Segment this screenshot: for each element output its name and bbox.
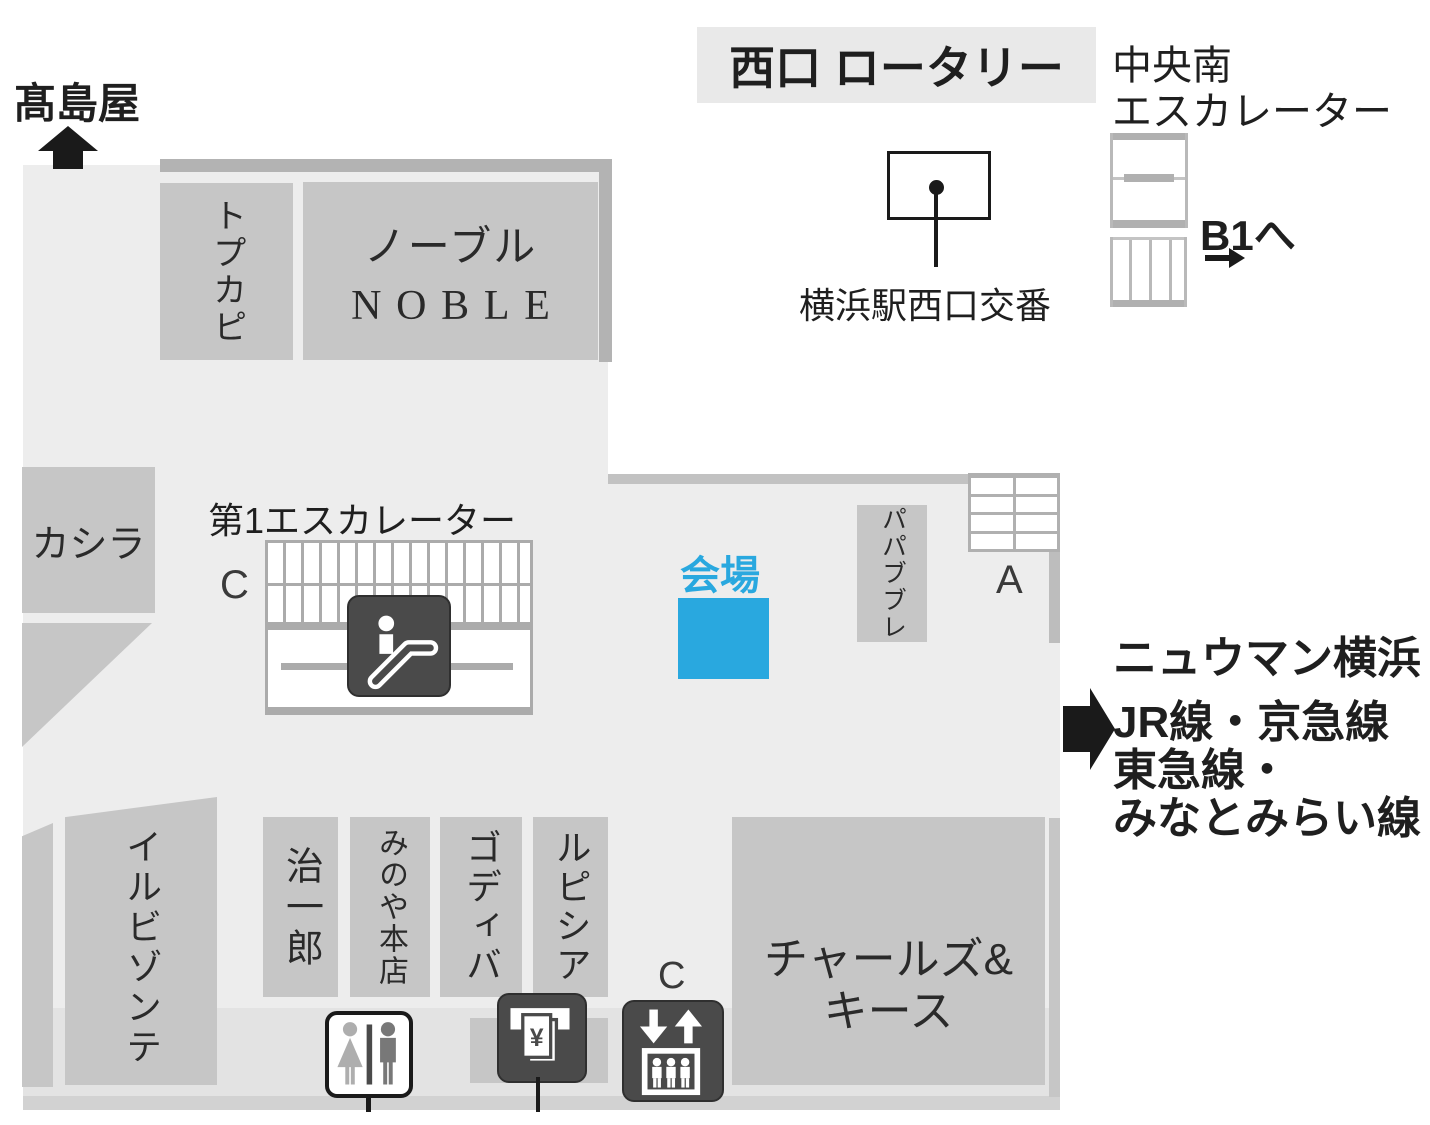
police-box-label: 横浜駅西口交番 xyxy=(798,285,1051,326)
wall-right-upper xyxy=(599,159,612,362)
shop-noble-en-label: NOBLE xyxy=(351,282,565,329)
rail-lines-label-1: JR線・京急線 xyxy=(1113,698,1390,747)
elevator-icon xyxy=(622,1000,724,1102)
shop-charles-keith-label-1: チャールズ& xyxy=(764,935,1013,984)
takashimaya-label: 髙島屋 xyxy=(14,80,141,127)
atm-pointer xyxy=(536,1077,540,1112)
shop-kashira: カシラ xyxy=(22,467,155,613)
rail-lines-label-3: みなとみらい線 xyxy=(1113,794,1421,843)
floor-bottom-wall xyxy=(23,1096,1060,1110)
exit-a-label: A xyxy=(996,558,1023,602)
shop-jiichiro-label: 治一郎 xyxy=(279,845,322,969)
shop-il-bisonte: イルビゾンテ xyxy=(65,797,217,1085)
shop-minoya-label: みのや本店 xyxy=(374,827,407,987)
west-exit-rotary-label: 西口 ロータリー xyxy=(729,42,1064,94)
venue-square xyxy=(678,598,769,679)
shop-papabubble: パパブブレ xyxy=(857,505,927,642)
chuo-minami-label-line1: 中央南 xyxy=(1112,44,1232,88)
stairs-a-icon xyxy=(968,473,1060,552)
toilet-icon xyxy=(325,1011,413,1098)
toilet-pointer xyxy=(366,1094,371,1112)
exit-c-upper-label: C xyxy=(220,563,249,607)
venue-label: 会場 xyxy=(680,554,760,598)
shop-noble-kana-label: ノーブル xyxy=(363,222,538,270)
wall-top xyxy=(160,159,612,172)
shop-jiichiro: 治一郎 xyxy=(263,817,338,997)
shop-lupicia: ルピシア xyxy=(533,817,608,997)
newoman-label: ニュウマン横浜 xyxy=(1113,634,1421,683)
chuo-minami-label-line2: エスカレーター xyxy=(1112,90,1392,134)
atm-icon: ¥ xyxy=(497,993,587,1083)
shop-charles-keith-label-2: キース xyxy=(823,987,954,1036)
west-exit-rotary-header: 西口 ロータリー xyxy=(697,27,1096,103)
shop-noble: ノーブル NOBLE xyxy=(303,182,598,360)
shop-side-strip xyxy=(22,823,53,1087)
shop-topkapi-label: トプカピ xyxy=(207,197,246,346)
exit-c-lower-label: C xyxy=(658,955,686,997)
shop-godiva-label: ゴディバ xyxy=(461,829,502,985)
shop-topkapi: トプカピ xyxy=(160,183,293,360)
shop-godiva: ゴディバ xyxy=(440,817,522,997)
shop-minoya: みのや本店 xyxy=(350,817,430,997)
rail-lines-label-2: 東急線・ xyxy=(1113,746,1289,795)
escalator-icon xyxy=(347,595,451,697)
shop-charles-keith: チャールズ& キース xyxy=(732,817,1045,1085)
b1-label: B1へ xyxy=(1200,212,1296,259)
svg-text:¥: ¥ xyxy=(530,1025,544,1052)
shop-lupicia-label: ルピシア xyxy=(550,829,592,985)
wall-right-lower xyxy=(1049,818,1060,1097)
shop-papabubble-label: パパブブレ xyxy=(878,506,907,641)
escalator1-label: 第1エスカレーター xyxy=(208,500,517,541)
shop-kashira-label: カシラ xyxy=(31,523,146,566)
wall-mid-horizontal xyxy=(608,474,970,484)
shop-il-bisonte-label: イルビゾンテ xyxy=(121,828,162,1068)
wall-right-exit-a xyxy=(1049,552,1060,643)
